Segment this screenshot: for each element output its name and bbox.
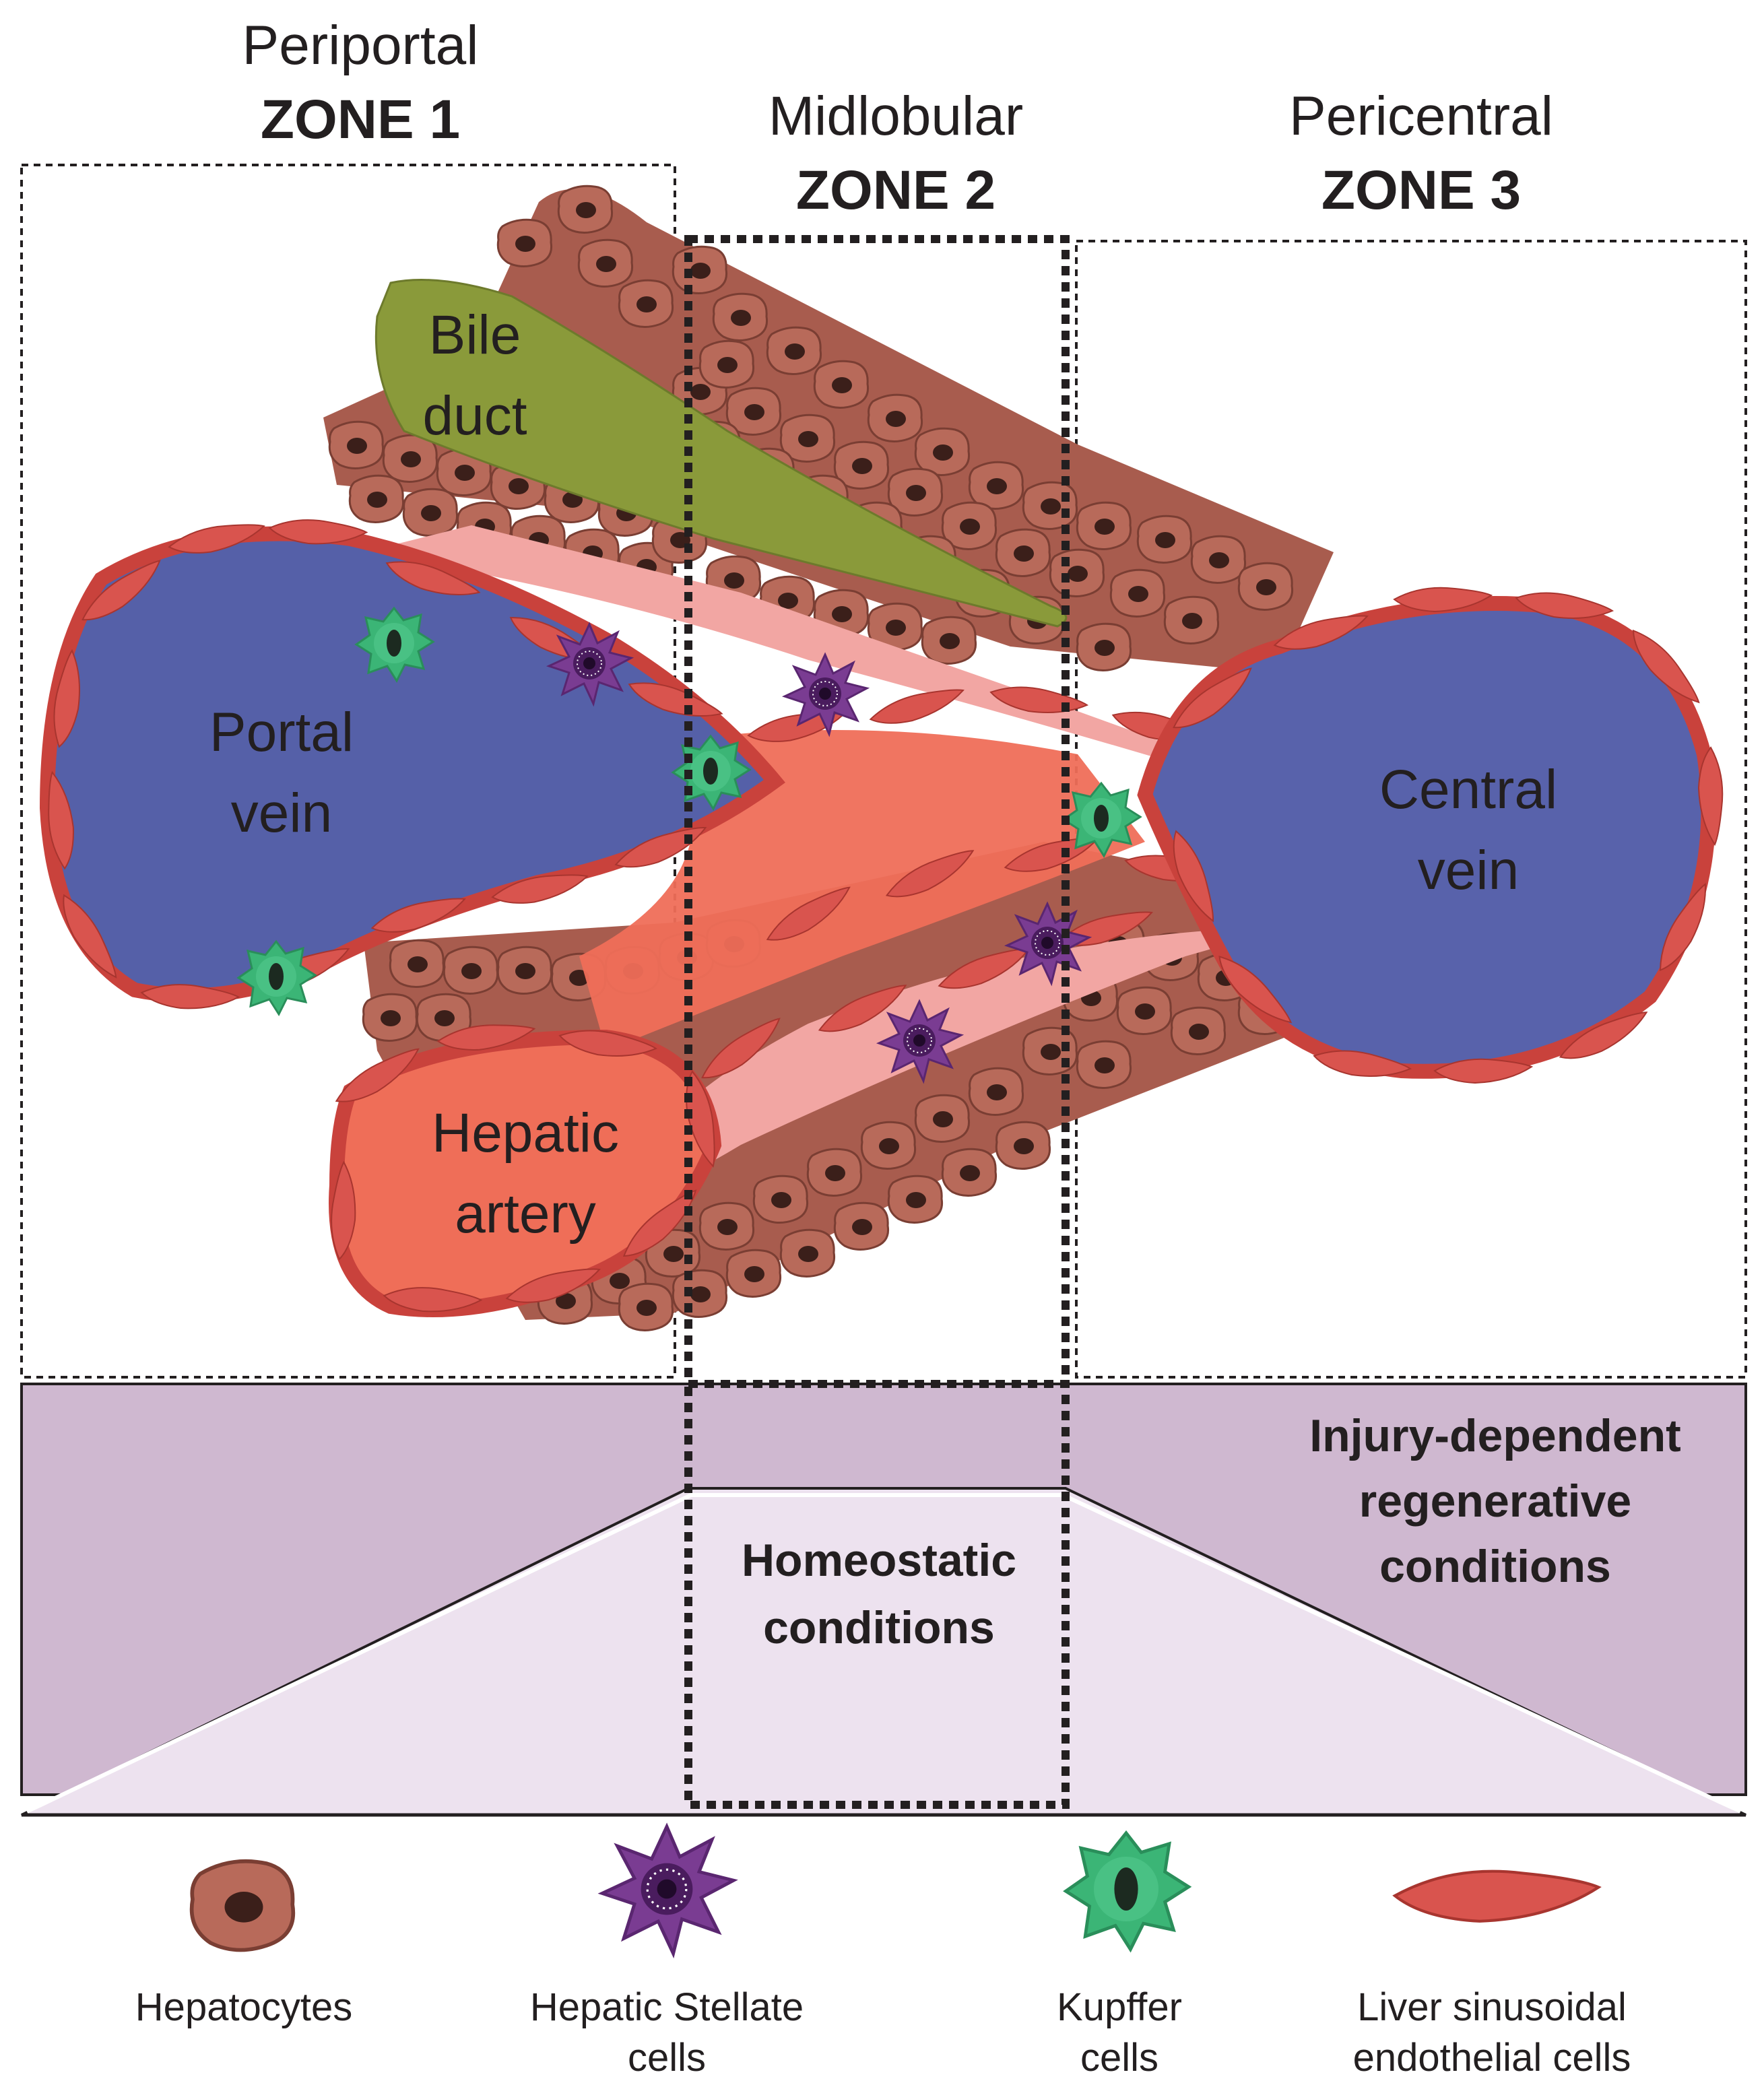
zone1-subtitle: Periportal — [242, 15, 479, 76]
legend-hepatocytes-label: Hepatocytes — [135, 1985, 352, 2029]
homeostatic-label-2: conditions — [763, 1602, 995, 1653]
tissue-illustration — [39, 185, 1724, 1332]
band-trapezoid-highlight — [26, 1493, 1742, 1814]
hepatic-artery-label-2: artery — [455, 1183, 596, 1245]
zone2-title: ZONE 2 — [796, 160, 995, 221]
zone2-subtitle: Midlobular — [769, 86, 1023, 147]
zone3-title: ZONE 3 — [1321, 160, 1521, 221]
injury-label-2: regenerative — [1359, 1476, 1631, 1527]
homeostatic-label-1: Homeostatic — [742, 1535, 1016, 1586]
legend-stellate-icon — [602, 1826, 733, 1954]
hepatic-artery-label-1: Hepatic — [432, 1102, 619, 1164]
central-vein-label-2: vein — [1418, 840, 1519, 901]
legend: Hepatocytes Hepatic Stellate cells Kupff… — [135, 1826, 1631, 2080]
legend-stellate-label-1: Hepatic Stellate — [530, 1985, 804, 2029]
legend-kupffer-icon — [1066, 1833, 1188, 1950]
bile-duct — [374, 279, 1068, 628]
legend-lsec-label-1: Liver sinusoidal — [1357, 1985, 1627, 2029]
legend-kupffer-label-1: Kupffer — [1057, 1985, 1182, 2029]
portal-vein-label-2: vein — [231, 783, 332, 844]
legend-lsec-label-2: endothelial cells — [1353, 2036, 1631, 2080]
legend-stellate-label-2: cells — [628, 2036, 706, 2080]
bile-duct-label-2: duct — [423, 385, 527, 446]
injury-label-3: conditions — [1379, 1541, 1611, 1592]
legend-lsec-icon — [1395, 1871, 1598, 1921]
central-vein-label-1: Central — [1379, 759, 1557, 820]
zone1-title: ZONE 1 — [261, 89, 460, 150]
zone2-frame-lower — [684, 1380, 1070, 1809]
conditions-band — [20, 1383, 1747, 1817]
bile-duct-label-1: Bile — [429, 304, 521, 366]
injury-label-1: Injury-dependent — [1309, 1410, 1681, 1461]
zone3-subtitle: Pericentral — [1289, 86, 1553, 147]
legend-hepatocyte-icon — [192, 1861, 294, 1950]
legend-kupffer-label-2: cells — [1080, 2036, 1158, 2080]
portal-vein-label-1: Portal — [209, 702, 354, 763]
